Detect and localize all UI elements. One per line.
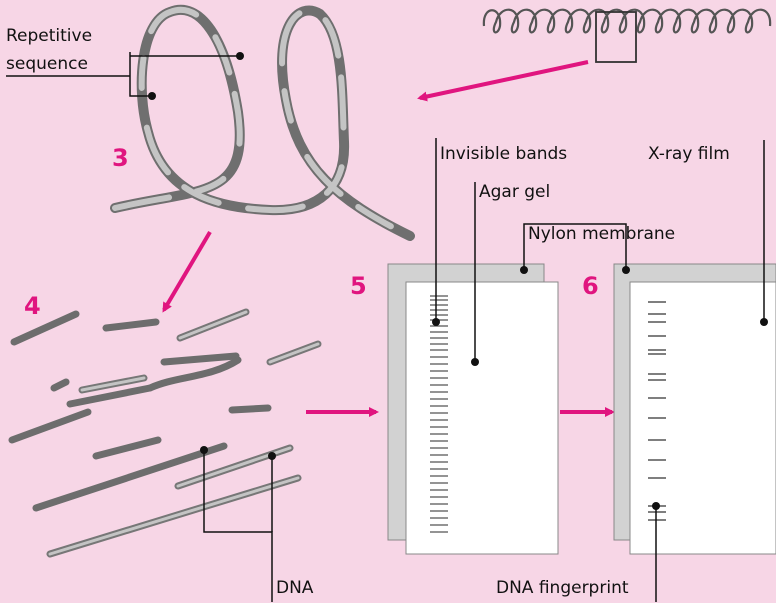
gel-assembly: [388, 264, 558, 554]
label-repetitive: Repetitive: [6, 28, 92, 45]
step-5-number: 5: [350, 274, 367, 298]
label-invisible-bands: Invisible bands: [440, 146, 567, 163]
label-dna-fingerprint: DNA fingerprint: [496, 580, 629, 597]
step-4-number: 4: [24, 294, 41, 318]
label-agar-gel: Agar gel: [479, 184, 550, 201]
label-xray-film: X-ray film: [648, 146, 730, 163]
arrow-zoom: [420, 62, 588, 98]
zoom-box: [596, 12, 636, 62]
step-3-number: 3: [112, 146, 129, 170]
label-nylon-membrane: Nylon membrane: [528, 226, 675, 243]
label-sequence: sequence: [6, 56, 88, 73]
label-dna: DNA: [276, 580, 313, 597]
agar-gel-sheet: [406, 282, 558, 554]
arrow-step3-to-4: [164, 232, 210, 310]
step-6-number: 6: [582, 274, 599, 298]
looped-dna: [115, 10, 410, 236]
coiled-dna: [484, 10, 770, 33]
film-assembly: [614, 264, 776, 554]
